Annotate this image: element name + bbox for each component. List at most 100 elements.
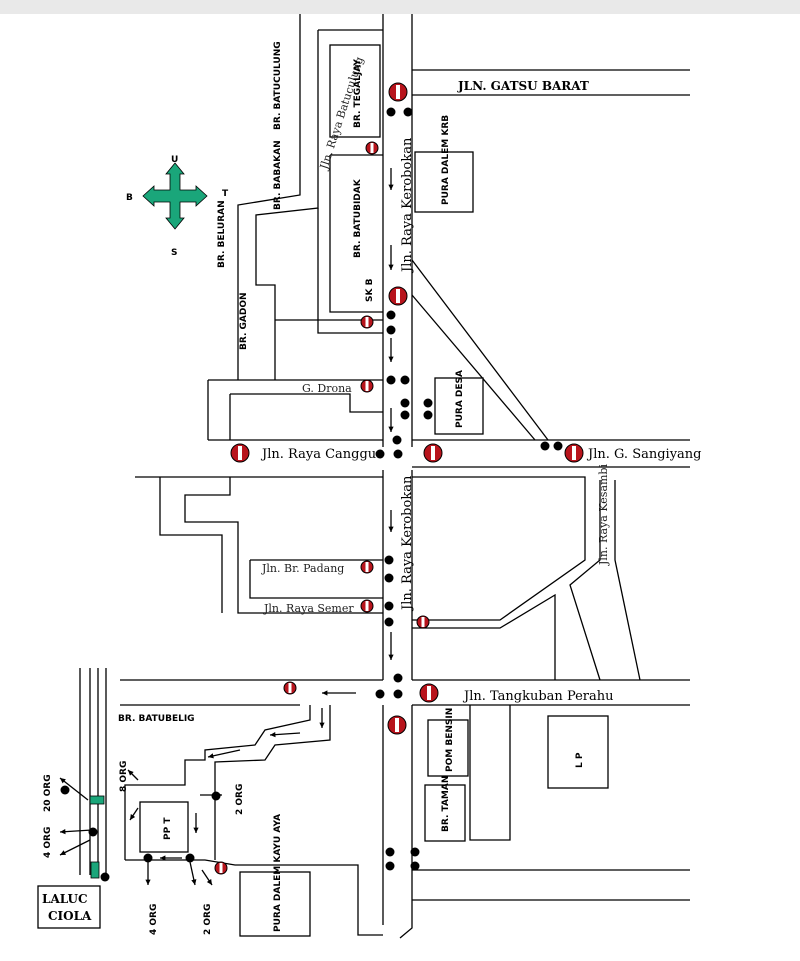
no-entry-sign-icon: [360, 379, 374, 393]
compass-west: B: [126, 193, 133, 203]
compass-icon: U B T S: [126, 155, 229, 258]
crossing-marker-top: [89, 795, 105, 805]
no-entry-sign-icon: [419, 683, 439, 703]
no-entry-sign-icon: [283, 681, 297, 695]
guard-dot: [392, 435, 402, 445]
people-4-org-left: 4 ORG: [43, 827, 53, 858]
landmark-pom-bensin: POM BENSIN: [445, 708, 455, 772]
guard-dot: [375, 449, 385, 459]
people-8-org: 8 ORG: [119, 761, 129, 792]
guard-dot: [410, 861, 420, 871]
arrow-head-icon: [388, 356, 394, 362]
no-entry-sign-icon: [365, 141, 379, 155]
no-entry-sign-icon: [230, 443, 250, 463]
guard-dot: [88, 827, 98, 837]
crossing-marker-bottom: [90, 861, 100, 879]
guard-dot: [403, 107, 413, 117]
arrow-head-icon: [191, 879, 197, 885]
guard-dot: [384, 573, 394, 583]
no-entry-sign-icon: [214, 861, 228, 875]
pura-dalem-kayu-box: [239, 871, 311, 937]
direction-arrow-icon: [59, 777, 89, 801]
banjar-belura: BR. BELURAN: [217, 200, 227, 268]
laluciola-box: [37, 885, 101, 929]
compass-east: T: [222, 189, 229, 199]
landmark-pura-dalem-kayu: PURA DALEM KAYU AYA: [273, 814, 283, 932]
no-entry-sign-icon: [423, 443, 443, 463]
landmark-ppt: PP T: [163, 817, 173, 840]
street-semer: Jln. Raya Semer: [263, 602, 354, 615]
street-drona: G. Drona: [302, 382, 352, 395]
banjar-tama: BR. TAMAN: [441, 776, 451, 832]
arrow-head-icon: [208, 753, 214, 759]
guard-dot: [386, 375, 396, 385]
arrow-head-icon: [216, 792, 222, 798]
pura-desa-box: [434, 377, 484, 435]
guard-dot: [393, 689, 403, 699]
no-entry-sign-icon: [360, 599, 374, 613]
guard-dot: [386, 310, 396, 320]
guard-dot: [384, 555, 394, 565]
banjar-batubidak: BR. BATUBIDAK: [353, 178, 363, 258]
guard-dot: [100, 872, 110, 882]
street-gatsu-barat: JLN. GATSU BARAT: [457, 79, 589, 93]
direction-arrows: [59, 168, 394, 886]
arrow-head-icon: [60, 778, 66, 784]
landmark-laluciola-2: CIOLA: [48, 909, 92, 923]
arrow-head-icon: [388, 426, 394, 432]
guard-dot: [423, 410, 433, 420]
pura-dalem-krb-box: [414, 151, 474, 213]
compass-north: U: [171, 155, 178, 165]
guard-dot: [386, 325, 396, 335]
guard-dot: [384, 601, 394, 611]
compass-south: S: [171, 248, 177, 258]
arrow-head-icon: [388, 264, 394, 270]
arrow-head-icon: [193, 827, 199, 833]
arrow-head-icon: [322, 690, 328, 696]
arrow-head-icon: [128, 770, 134, 776]
top-strip: [0, 0, 800, 14]
people-2-org-bottom: 2 ORG: [203, 904, 213, 935]
guard-dots: [60, 107, 563, 882]
arrow-head-icon: [160, 855, 166, 861]
landmark-pura-desa: PURA DESA: [455, 370, 465, 428]
arrow-head-icon: [206, 879, 212, 885]
guard-dot: [400, 398, 410, 408]
arrow-head-icon: [388, 654, 394, 660]
guard-dot: [553, 441, 563, 451]
guard-dot: [385, 861, 395, 871]
banjar-batuculung: BR. BATUCULUNG: [273, 41, 283, 130]
pom-bensin-box: [427, 719, 469, 777]
people-2-org-right: 2 ORG: [235, 784, 245, 815]
guard-dot: [400, 410, 410, 420]
ppt-box: [139, 801, 189, 853]
no-entry-sign-icon: [564, 443, 584, 463]
guard-dot: [386, 107, 396, 117]
street-sangiyang: Jln. G. Sangiyang: [586, 447, 702, 462]
no-entry-sign-icon: [388, 82, 408, 102]
landmark-sk: SK B: [365, 278, 375, 302]
landmark-laluciola-1: LALUC: [42, 892, 88, 906]
no-entry-sign-icon: [388, 286, 408, 306]
guard-dot: [60, 785, 70, 795]
arrow-head-icon: [60, 850, 66, 855]
arrow-head-icon: [130, 814, 136, 820]
people-4-org-bottom: 4 ORG: [149, 904, 159, 935]
guard-dot: [400, 375, 410, 385]
guard-dot: [375, 689, 385, 699]
street-kesambi: Jln. Raya Kesambi: [597, 464, 610, 566]
banjar-gado: BR. GADON: [239, 292, 249, 350]
guard-dot: [410, 847, 420, 857]
street-br-padang: Jln. Br. Padang: [261, 562, 344, 575]
arrow-head-icon: [319, 722, 325, 728]
guard-dot: [143, 853, 153, 863]
no-entry-signs: [214, 82, 584, 875]
people-20-org: 20 ORG: [43, 774, 53, 812]
landmark-pura-dalem-krb: PURA DALEM KRB: [441, 115, 451, 205]
arrow-head-icon: [388, 526, 394, 532]
guard-dot: [185, 853, 195, 863]
landmark-lp: L P: [575, 752, 585, 768]
br-tama-box: [424, 784, 466, 842]
street-kerobokan-south: Jln. Raya Kerobokan: [400, 475, 415, 612]
